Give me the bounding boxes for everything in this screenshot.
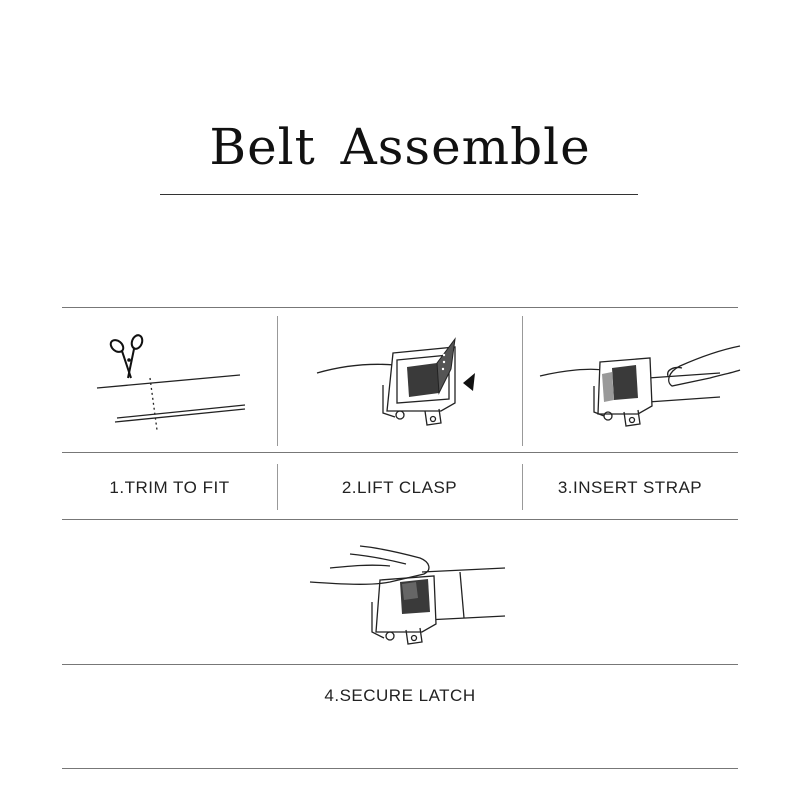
divider bbox=[62, 452, 738, 453]
column-divider bbox=[522, 316, 523, 446]
column-divider bbox=[522, 464, 523, 510]
divider bbox=[62, 768, 738, 769]
finger-insert-strap-icon bbox=[539, 328, 741, 433]
divider bbox=[62, 519, 738, 520]
page-title: Belt Assemble bbox=[209, 118, 591, 176]
title-underline bbox=[160, 194, 638, 195]
divider bbox=[62, 664, 738, 665]
step-label-insert-strap: 3.INSERT STRAP bbox=[557, 478, 703, 497]
buckle-clasp-open-icon bbox=[315, 325, 485, 440]
step-label-lift-clasp: 2.LIFT CLASP bbox=[341, 478, 458, 497]
step-label-trim-to-fit: 1.TRIM TO FIT bbox=[109, 478, 230, 497]
step-label-secure-latch: 4.SECURE LATCH bbox=[324, 686, 476, 705]
column-divider bbox=[277, 464, 278, 510]
column-divider bbox=[277, 316, 278, 446]
scissors-cutting-strap-icon bbox=[95, 330, 255, 435]
divider bbox=[62, 307, 738, 308]
hand-press-latch-icon bbox=[309, 538, 510, 653]
